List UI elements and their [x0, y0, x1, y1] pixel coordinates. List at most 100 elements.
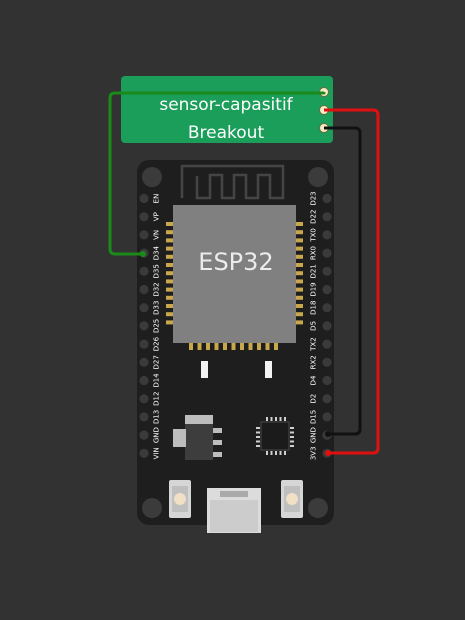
enable-button[interactable]: [281, 480, 303, 518]
pin-d19[interactable]: [322, 284, 332, 295]
pin-label-d13: D13: [153, 410, 161, 424]
pin-label-rx2: RX2: [310, 355, 318, 369]
wire-end-ground: [325, 431, 331, 437]
chip-pin: [284, 417, 286, 421]
boot-button[interactable]: [169, 480, 191, 518]
module-pad: [295, 271, 303, 276]
pin-en[interactable]: [139, 193, 149, 204]
module-pad: [166, 271, 174, 276]
module-pad: [248, 342, 253, 350]
module-pad: [166, 320, 174, 325]
module-pad: [166, 312, 174, 317]
pin-d32[interactable]: [139, 284, 149, 295]
module-pad: [223, 342, 227, 350]
chip-label: ESP32: [198, 248, 273, 276]
pin-d26[interactable]: [139, 339, 149, 349]
esp32-board[interactable]: ESP32: [137, 160, 334, 533]
module-pad: [295, 222, 303, 226]
chip-pin: [275, 451, 277, 455]
module-pad: [166, 230, 174, 235]
module-pad: [166, 222, 174, 226]
pin-d22[interactable]: [322, 212, 332, 222]
pin-gnd[interactable]: [139, 430, 149, 440]
pin-label-d12: D12: [153, 392, 161, 406]
pin-label-d32: D32: [153, 282, 161, 296]
module-pad: [166, 295, 174, 300]
pin-vin[interactable]: [139, 448, 149, 458]
pin-d4[interactable]: [322, 375, 332, 386]
module-pads: [166, 222, 303, 350]
pin-label-d19: D19: [310, 282, 318, 296]
pin-d27[interactable]: [139, 357, 149, 367]
pin-label-tx2: TX2: [310, 337, 318, 352]
module-pad: [197, 342, 202, 350]
mount-hole: [142, 167, 162, 187]
pin-label-vn: VN: [153, 230, 161, 240]
pin-label-vin: VIN: [153, 447, 161, 459]
module-pad: [166, 279, 174, 284]
pin-vn[interactable]: [139, 230, 149, 240]
pin-d2[interactable]: [322, 394, 332, 404]
wire-ground[interactable]: [324, 126, 362, 436]
chip-pin: [290, 445, 294, 447]
pin-d5[interactable]: [322, 321, 332, 331]
module-pad: [295, 279, 303, 284]
chip-pin: [270, 417, 273, 421]
pin-label-d18: D18: [310, 301, 318, 315]
chip-pin: [290, 427, 294, 429]
pin-d21[interactable]: [322, 266, 332, 276]
wires: [108, 91, 380, 456]
led-status: [265, 361, 272, 378]
pin-label-gnd: GND: [153, 427, 161, 443]
pin-d15[interactable]: [322, 412, 332, 422]
pin-rx2[interactable]: [322, 357, 332, 367]
usb-uart-chip: [256, 417, 294, 455]
pin-d23[interactable]: [322, 193, 332, 204]
module-pad: [295, 230, 303, 235]
module-pad: [166, 238, 174, 243]
wire-vcc[interactable]: [324, 108, 380, 455]
mount-hole: [308, 498, 328, 518]
pin-d25[interactable]: [139, 321, 149, 331]
pin-d14[interactable]: [139, 375, 149, 386]
pin-d13[interactable]: [139, 412, 149, 422]
pin-label-3v3: 3V3: [310, 446, 318, 460]
chip-pin: [256, 436, 260, 438]
module-pad: [166, 254, 174, 259]
pin-label-d2: D2: [310, 394, 318, 404]
micro-usb-port[interactable]: [207, 488, 261, 533]
pin-d18[interactable]: [322, 303, 332, 313]
pin-d12[interactable]: [139, 394, 149, 404]
module-pad: [206, 342, 210, 350]
pin-vp[interactable]: [139, 212, 149, 222]
pin-d33[interactable]: [139, 303, 149, 313]
antenna-trace: [180, 164, 285, 200]
chip-pin: [279, 417, 282, 421]
pin-label-tx0: TX0: [310, 228, 318, 243]
module-pad: [189, 342, 193, 350]
pin-label-d5: D5: [310, 321, 318, 331]
pin-label-rx0: RX0: [310, 246, 318, 260]
module-pad: [166, 263, 174, 267]
pin-label-en: EN: [153, 194, 161, 204]
pin-label-d4: D4: [310, 375, 318, 385]
module-pad: [295, 238, 303, 243]
module-pad: [274, 342, 278, 350]
pin-label-d33: D33: [153, 301, 161, 315]
wire-signal[interactable]: [108, 91, 326, 256]
module-pad: [295, 320, 303, 325]
voltage-regulator: [173, 415, 222, 460]
pin-tx0[interactable]: [322, 230, 332, 240]
module-pad: [231, 342, 236, 350]
chip-pin: [290, 436, 294, 438]
pin-rx0[interactable]: [322, 248, 332, 258]
chip-pin: [256, 440, 260, 443]
pin-label-d35: D35: [153, 264, 161, 278]
capacitive-sensor-breakout[interactable]: sensor-capasitif Breakout: [121, 76, 333, 143]
module-pad: [295, 246, 303, 251]
pin-tx2[interactable]: [322, 339, 332, 349]
left-pin-header: ENVPVND34D35D32D33D25D26D27D14D12D13GNDV…: [139, 193, 161, 459]
pin-d35[interactable]: [139, 266, 149, 276]
